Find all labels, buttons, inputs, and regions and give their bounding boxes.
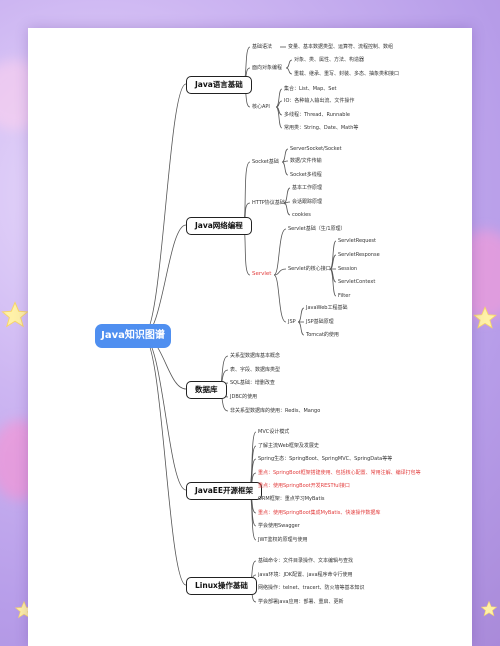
node-javaee-item: 重点：SpringBoot框架搭建使用、包括核心配置、常用注解、编译打包等 [258, 470, 421, 476]
branch-database[interactable]: 数据库 [186, 381, 227, 399]
node-socket-item: ServerSocket/Socket [290, 146, 342, 152]
branch-javaee[interactable]: JavaEE开源框架 [186, 482, 263, 500]
star-icon [1, 301, 29, 328]
node-socket-item: Socket多线程 [290, 172, 322, 178]
node-servlet-core-item: ServletContext [338, 279, 376, 285]
node-servlet-core[interactable]: Servlet的核心接口 [288, 266, 331, 272]
branch-java-network[interactable]: Java网络编程 [186, 217, 252, 235]
node-socket[interactable]: Socket基础 [252, 159, 279, 165]
node-basic-syntax[interactable]: 基础语法 [252, 44, 273, 50]
node-socket-item: 数据/文件传输 [290, 158, 322, 164]
node-servlet-core-item: Session [338, 266, 358, 272]
node-database-item: 非关系型数据库的使用：Redis、Mango [230, 408, 321, 414]
node-jsp-item: JSP基础原理 [306, 319, 334, 325]
node-database-item: 关系型数据库基本概念 [230, 353, 281, 359]
node-javaee-item: ORM框架：重点学习MyBatis [258, 496, 325, 502]
node-oop[interactable]: 面向对象编程 [252, 65, 283, 71]
node-javaee-item: 重点：使用SpringBoot集成MyBatis、快速操作数据库 [258, 510, 381, 516]
node-core-api[interactable]: 核心API [252, 104, 270, 110]
node-linux-item: 基础命令：文件目录操作、文本编辑与查找 [258, 558, 354, 564]
star-icon [473, 306, 497, 329]
node-database-item: 表、字段、数据库类型 [230, 367, 281, 373]
node-javaee-item: 了解主流Web框架及发展史 [258, 443, 319, 449]
node-basic-syntax-item: 变量、基本数据类型、运算符、流程控制、数组 [288, 44, 394, 50]
node-javaee-item: JWT鉴权的原理与使用 [258, 537, 308, 543]
node-javaee-item: Spring生态：SpringBoot、SpringMVC、SpringData… [258, 456, 393, 462]
branch-linux[interactable]: Linux操作基础 [186, 577, 257, 595]
node-http-item: 基本工作原理 [292, 185, 323, 191]
node-core-api-item: 多线程：Thread、Runnable [284, 112, 350, 118]
branch-java-basics[interactable]: Java语言基础 [186, 76, 252, 94]
node-database-item: JDBC的使用 [230, 394, 258, 400]
star-icon [480, 600, 498, 617]
node-http-item: cookies [292, 212, 311, 218]
node-http-item: 会话跟踪原理 [292, 199, 323, 205]
node-linux-item: 网络操作：telnet、tracert、防火墙等基本知识 [258, 585, 365, 591]
node-database-item: SQL基础：增删改查 [230, 380, 275, 386]
node-core-api-item: 常用类：String、Date、Math等 [284, 125, 359, 131]
node-servlet-core-item: Filter [338, 293, 351, 299]
node-javaee-item: MVC设计模式 [258, 429, 290, 435]
node-jsp[interactable]: JSP [288, 319, 296, 325]
node-servlet-core-item: ServletResponse [338, 252, 380, 258]
node-javaee-item: 重点：使用SpringBoot开发RESTful接口 [258, 483, 350, 489]
root-node[interactable]: Java知识图谱 [95, 324, 171, 348]
node-servlet-core-item: ServletRequest [338, 238, 377, 244]
node-jsp-item: Tomcat的使用 [306, 332, 339, 338]
node-servlet-basic: Servlet基础（生/1原理） [288, 226, 346, 232]
node-http[interactable]: HTTP协议基础 [252, 200, 285, 206]
node-linux-item: 学会部署java应用：部署、重启、更新 [258, 599, 344, 605]
node-javaee-item: 学会使用Swagger [258, 523, 300, 529]
node-core-api-item: 集合：List、Map、Set [284, 86, 337, 92]
node-servlet[interactable]: Servlet [252, 271, 272, 277]
node-oop-item: 重载、继承、重写、封装、多态、抽象类和接口 [294, 71, 400, 77]
node-linux-item: java环境：JDK配置、java程序命令行使用 [258, 572, 353, 578]
node-jsp-item: JavaWeb工程基础 [306, 305, 348, 311]
mindmap-canvas: Java知识图谱 Java语言基础 基础语法 变量、基本数据类型、运算符、流程控… [28, 28, 472, 646]
node-oop-item: 对象、类、属性、方法、构造器 [294, 57, 365, 63]
node-core-api-item: IO：各种输入输出流、文件操作 [284, 98, 355, 104]
